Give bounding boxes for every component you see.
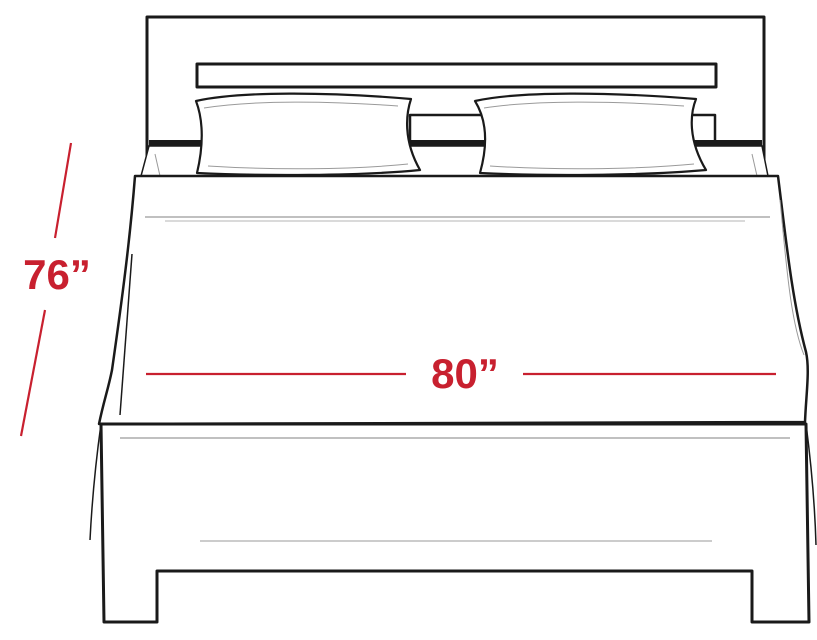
pillow-left: [194, 92, 422, 177]
length-dimension: 76”: [19, 142, 91, 437]
rail-crease-right: [751, 153, 758, 177]
width-dimension: 80”: [146, 350, 776, 397]
sheet-drape-right: [805, 423, 817, 546]
duvet-fold-right: [779, 199, 805, 356]
length-line-top: [53, 142, 73, 239]
duvet-fold-left: [119, 253, 133, 416]
duvet: [97, 174, 809, 426]
headboard-slot: [195, 62, 718, 89]
duvet-top: [97, 174, 809, 426]
footboard: [89, 422, 817, 624]
length-label: 76”: [23, 251, 91, 298]
rail-crease-left: [154, 153, 161, 177]
pillow-right: [473, 92, 708, 177]
length-line-bottom: [19, 309, 47, 437]
footboard-panel: [99, 422, 811, 624]
width-label: 80”: [431, 350, 499, 397]
sheet-drape-left: [89, 423, 102, 541]
